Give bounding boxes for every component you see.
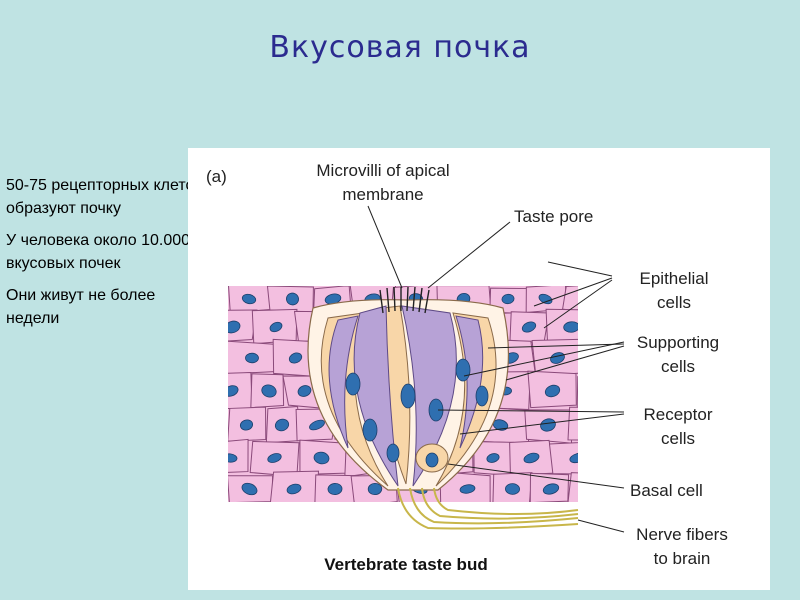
epithelial-nucleus bbox=[228, 320, 241, 334]
epithelial-cell bbox=[562, 286, 578, 312]
label-receptor-cells: Receptor bbox=[644, 405, 713, 424]
panel-label: (a) bbox=[206, 167, 227, 186]
taste-bud-diagram: (a) Microvilli of apical membrane Taste … bbox=[206, 161, 728, 574]
epithelial-cell bbox=[228, 438, 249, 473]
label-supporting-cells: cells bbox=[661, 357, 695, 376]
figure-caption: Vertebrate taste bud bbox=[324, 555, 487, 574]
epithelial-nucleus bbox=[297, 385, 312, 397]
bullet-item: У человека около 10.000 вкусовых почек bbox=[6, 232, 191, 272]
bullet-item: 50-75 рецепторных клеток образуют почку bbox=[6, 177, 202, 217]
label-nerve-fibers: to brain bbox=[654, 549, 711, 568]
slide-title: Вкусовая почка bbox=[269, 30, 531, 65]
leader-lines bbox=[367, 205, 625, 533]
epithelial-nucleus bbox=[327, 482, 343, 496]
epithelial-nucleus bbox=[269, 321, 283, 333]
epithelial-nucleus bbox=[521, 321, 537, 333]
epithelial-cell bbox=[545, 308, 578, 342]
epithelial-cell bbox=[567, 406, 578, 441]
epithelial-cell bbox=[228, 309, 258, 342]
label-basal-cell: Basal cell bbox=[630, 481, 703, 500]
epithelial-nucleus bbox=[261, 384, 277, 398]
taste-bud bbox=[307, 286, 579, 530]
label-epithelial-cells: cells bbox=[657, 293, 691, 312]
label-taste-pore: Taste pore bbox=[514, 207, 593, 226]
epithelial-nucleus bbox=[544, 384, 561, 398]
epithelial-nucleus bbox=[367, 482, 383, 496]
receptor-cell bbox=[401, 305, 457, 487]
epithelial-nucleus bbox=[288, 352, 303, 364]
epithelial-nucleus bbox=[523, 452, 540, 464]
epithelial-nucleus bbox=[309, 419, 325, 431]
epithelial-nucleus bbox=[569, 452, 578, 464]
epithelial-nucleus bbox=[459, 484, 476, 494]
epithelial-nucleus bbox=[267, 453, 282, 463]
epithelial-nucleus bbox=[274, 418, 290, 432]
label-microvilli: membrane bbox=[342, 185, 423, 204]
epithelial-nucleus bbox=[245, 352, 259, 364]
label-nerve-fibers: Nerve fibers bbox=[636, 525, 728, 544]
epithelial-nucleus bbox=[594, 385, 610, 398]
epithelial-nucleus bbox=[486, 453, 500, 463]
bullet-item: Они живут не более недели bbox=[6, 287, 156, 327]
epithelial-nucleus bbox=[542, 483, 560, 495]
epithelial-nucleus bbox=[241, 482, 258, 496]
epithelial-cell bbox=[548, 442, 578, 475]
epithelial-nucleus bbox=[241, 293, 257, 305]
epithelial-cell bbox=[576, 376, 578, 411]
epithelial-nucleus bbox=[239, 419, 254, 431]
receptor-cell bbox=[353, 305, 399, 487]
epithelial-nucleus bbox=[563, 321, 578, 333]
bullet-list: 50-75 рецепторных клеток образуют почку … bbox=[6, 174, 202, 339]
receptor-cell bbox=[328, 315, 359, 449]
receptor-cell bbox=[455, 315, 484, 449]
epithelial-nucleus bbox=[313, 451, 330, 465]
label-receptor-cells: cells bbox=[661, 429, 695, 448]
epithelial-nucleus bbox=[286, 483, 302, 495]
epithelial-nucleus bbox=[501, 293, 515, 305]
label-microvilli: Microvilli of apical bbox=[316, 161, 449, 180]
epithelial-cell bbox=[567, 472, 578, 502]
taste-bud-figure: (a) Microvilli of apical membrane Taste … bbox=[188, 148, 770, 590]
label-supporting-cells: Supporting bbox=[637, 333, 719, 352]
epithelial-nucleus bbox=[585, 420, 598, 429]
epithelial-nucleus bbox=[228, 385, 239, 397]
epithelial-nucleus bbox=[228, 453, 238, 463]
epithelial-nucleus bbox=[505, 483, 520, 495]
epithelial-nucleus bbox=[286, 292, 299, 306]
label-epithelial-cells: Epithelial bbox=[640, 269, 709, 288]
